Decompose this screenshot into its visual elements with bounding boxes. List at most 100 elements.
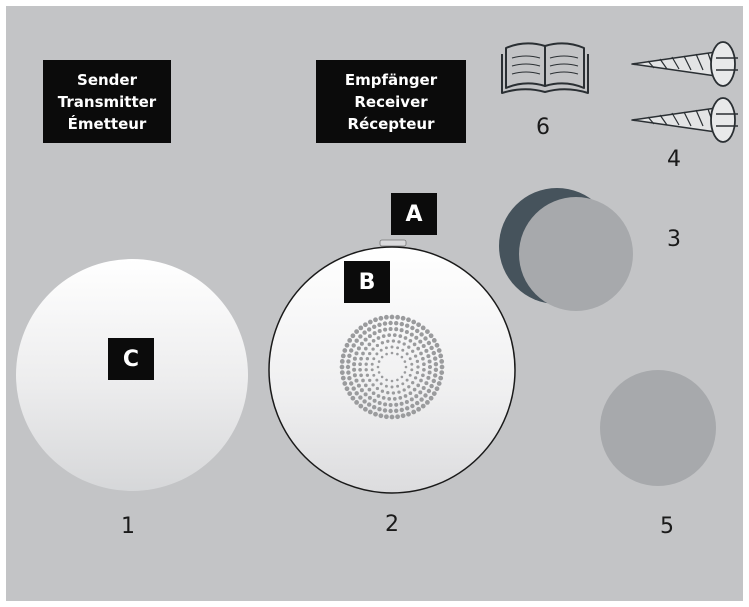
speaker-hole <box>363 322 368 328</box>
speaker-hole <box>426 340 432 346</box>
sender-label-fr: Émetteur <box>67 114 147 133</box>
speaker-hole <box>385 378 388 382</box>
speaker-hole <box>410 362 414 366</box>
speaker-hole <box>351 343 356 348</box>
speaker-hole <box>375 352 379 356</box>
speaker-hole <box>392 397 397 401</box>
speaker-hole <box>394 327 399 332</box>
speaker-hole <box>351 386 356 391</box>
speaker-hole <box>372 405 377 410</box>
speaker-hole <box>433 362 439 367</box>
speaker-hole <box>362 399 367 404</box>
speaker-hole <box>356 346 361 351</box>
speaker-hole <box>420 403 426 409</box>
speaker-hole <box>372 373 376 377</box>
speaker-hole <box>411 381 415 385</box>
speaker-hole <box>368 351 372 356</box>
speaker-hole <box>422 367 426 372</box>
speaker-hole <box>438 353 444 359</box>
speaker-hole <box>394 321 399 326</box>
speaker-hole <box>344 386 350 392</box>
speaker-hole <box>403 360 407 363</box>
speaker-hole <box>421 356 425 361</box>
speaker-hole <box>419 378 423 383</box>
speaker-hole <box>418 339 423 344</box>
speaker-hole <box>377 328 382 334</box>
speaker-hole <box>415 370 420 375</box>
speaker-hole <box>427 370 432 375</box>
speaker-hole <box>403 336 408 340</box>
speaker-hole <box>340 375 346 381</box>
speaker-hole <box>416 322 421 328</box>
speaker-hole <box>376 394 381 398</box>
number-2: 2 <box>385 512 399 537</box>
speaker-hole <box>359 356 363 361</box>
speaker-hole <box>377 371 381 374</box>
speaker-hole <box>425 329 430 334</box>
speaker-hole <box>359 373 363 378</box>
speaker-hole <box>429 345 434 351</box>
sender-label: Sender Transmitter Émetteur <box>43 60 171 143</box>
speaker-hole <box>416 346 421 351</box>
speaker-hole <box>431 350 436 356</box>
speaker-hole <box>368 378 372 383</box>
speaker-hole <box>377 400 382 406</box>
speaker-hole <box>363 346 368 351</box>
speaker-hole <box>410 368 414 372</box>
speaker-hole <box>423 393 428 398</box>
speaker-hole <box>373 317 378 323</box>
speaker-hole <box>402 388 406 392</box>
screw-icon <box>631 97 738 143</box>
speaker-hole <box>361 378 365 383</box>
speaker-hole <box>399 321 404 327</box>
speaker-hole <box>439 364 445 370</box>
speaker-hole <box>367 409 373 415</box>
speaker-hole <box>372 331 377 336</box>
speaker-hole <box>375 386 380 391</box>
speaker-hole <box>354 329 359 334</box>
speaker-hole <box>358 403 364 409</box>
speaker-hole <box>387 333 392 337</box>
speaker-hole <box>373 411 378 417</box>
speaker-hole <box>418 390 423 395</box>
callout-a: A <box>391 193 437 235</box>
speaker-hole <box>372 324 377 329</box>
speaker-hole <box>389 414 395 420</box>
speaker-hole <box>409 332 414 337</box>
receiver-label-fr: Récepteur <box>347 114 435 133</box>
speaker-hole <box>376 365 380 369</box>
speaker-hole <box>421 385 426 391</box>
speaker-hole <box>434 386 440 392</box>
speaker-hole <box>339 364 345 370</box>
speaker-hole <box>408 357 412 361</box>
speaker-hole <box>399 407 404 413</box>
speaker-hole <box>424 348 429 353</box>
number-3: 3 <box>667 227 681 252</box>
speaker-hole <box>416 383 421 388</box>
speaker-hole <box>410 325 415 331</box>
speaker-hole <box>426 354 431 359</box>
speaker-hole <box>408 338 413 343</box>
speaker-hole <box>371 347 375 351</box>
speaker-hole <box>436 348 442 353</box>
speaker-hole <box>367 395 372 400</box>
speaker-hole <box>345 364 351 370</box>
speaker-hole <box>386 391 390 395</box>
speaker-hole <box>381 334 386 338</box>
speaker-hole <box>358 362 362 367</box>
speaker-hole <box>354 351 359 356</box>
speaker-hole <box>377 407 382 412</box>
speaker-hole <box>427 364 433 370</box>
speaker-hole <box>404 365 408 369</box>
speaker-hole <box>428 395 434 401</box>
speaker-hole <box>370 362 374 366</box>
speaker-hole <box>358 334 363 339</box>
speaker-hole <box>394 402 399 407</box>
speaker-hole <box>409 397 414 402</box>
callout-c: C <box>108 338 154 380</box>
speaker-hole <box>372 357 376 361</box>
speaker-hole <box>344 342 350 348</box>
sender-label-de: Sender <box>77 70 137 89</box>
speaker-hole <box>415 328 420 334</box>
speaker-hole <box>381 396 386 400</box>
